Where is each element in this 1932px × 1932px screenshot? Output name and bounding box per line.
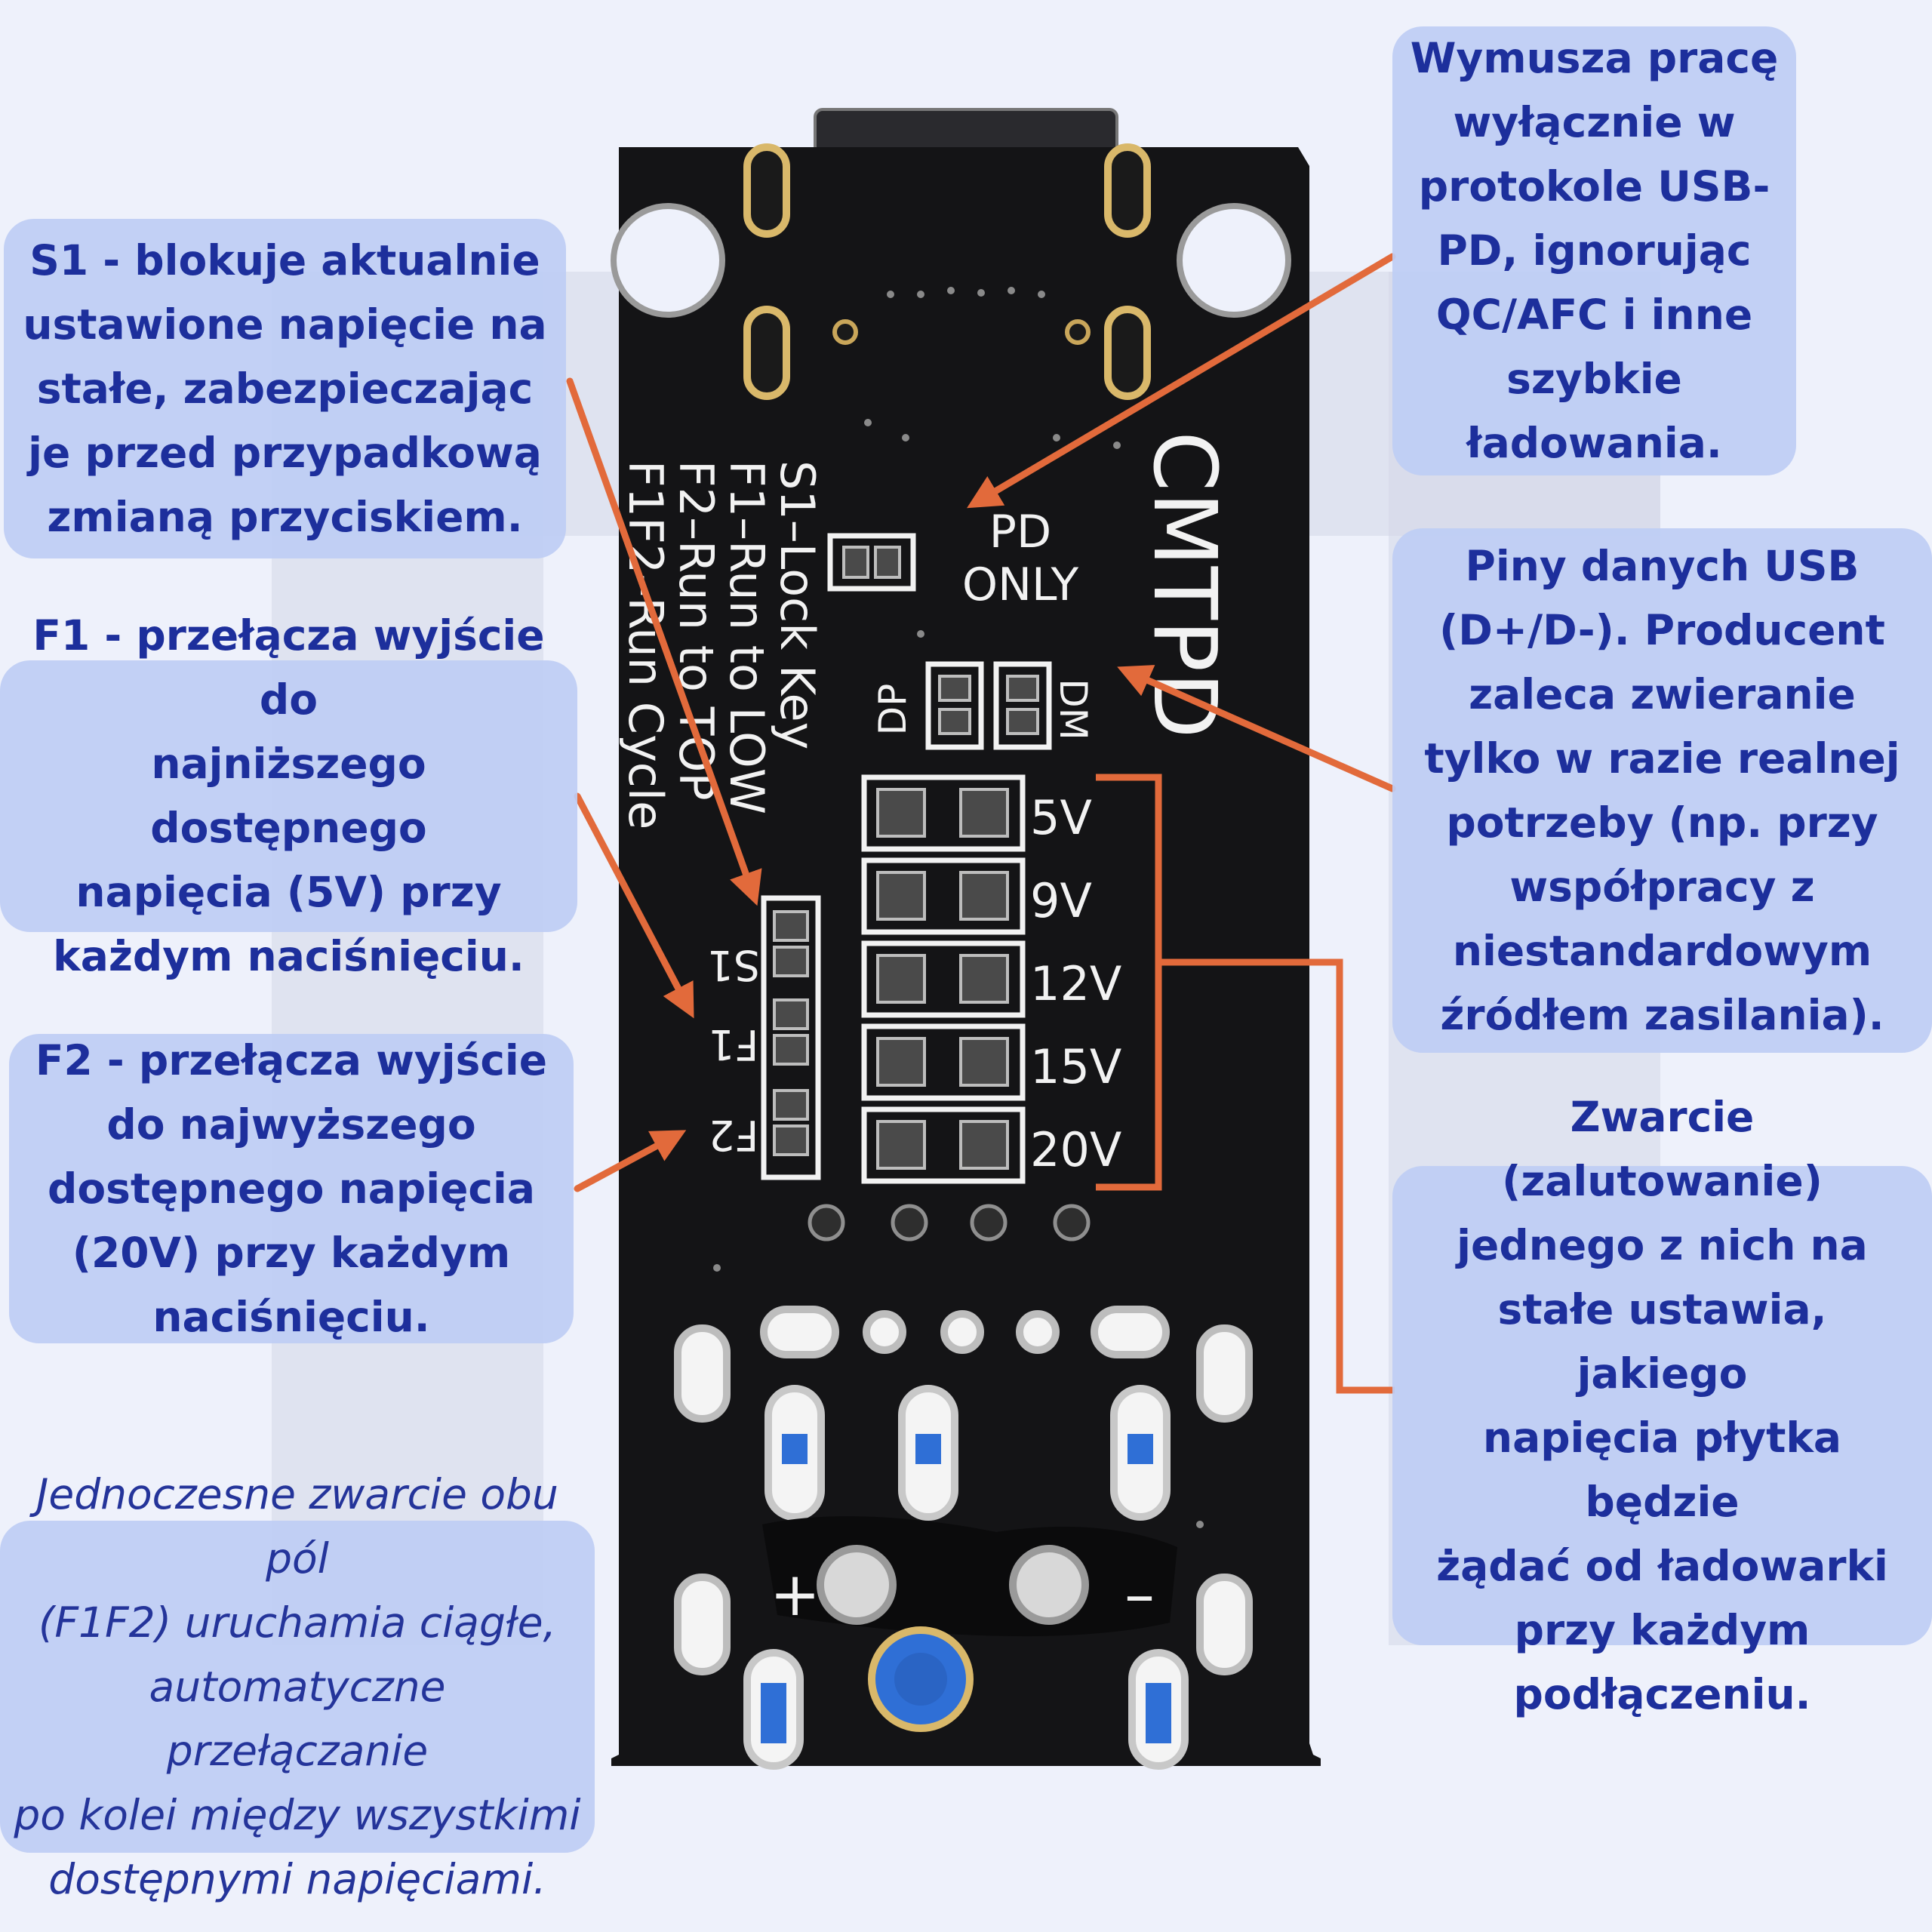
voltage-bracket bbox=[1096, 774, 1395, 1394]
s1-line-4: je przed przypadkową bbox=[28, 428, 542, 477]
s1-line-3: stałe, zabezpieczając bbox=[36, 364, 534, 413]
legend-line-2: F1–Run to LOW bbox=[719, 460, 774, 814]
bottom-pads bbox=[674, 1574, 1253, 1770]
f2-line-2: do najwyższego bbox=[106, 1100, 476, 1149]
dp-line-3: zaleca zwieranie bbox=[1469, 669, 1856, 718]
callout-f1-low: F1 - przełącza wyjście do najniższego do… bbox=[0, 611, 577, 980]
callout-s1-lock: S1 - blokuje aktualnie ustawione napięci… bbox=[4, 219, 566, 558]
dp-jumper bbox=[925, 661, 984, 750]
f1f2-line-4: po kolei między wszystkimi bbox=[14, 1790, 581, 1839]
volt-line-2: jednego z nich na bbox=[1457, 1220, 1868, 1269]
pd-only-label-line1: PD bbox=[989, 506, 1051, 558]
arrow-f2 bbox=[574, 1130, 687, 1192]
solder-joint-left bbox=[817, 1545, 897, 1625]
f1-line-2: najniższego dostępnego bbox=[150, 740, 427, 852]
f1-pad-label: F1 bbox=[709, 1020, 759, 1069]
pd-only-label-line2: ONLY bbox=[962, 558, 1079, 611]
f2-pad-label: F2 bbox=[709, 1111, 759, 1159]
via bbox=[832, 319, 858, 345]
f2-line-5: naciśnięciu. bbox=[152, 1292, 430, 1341]
dp-line-1: Piny danych USB bbox=[1465, 541, 1860, 590]
f1-line-4: każdym naciśnięciu. bbox=[53, 932, 525, 980]
f2-line-4: (20V) przy każdym bbox=[72, 1228, 511, 1277]
gold-slot-pad bbox=[1104, 143, 1151, 238]
solder-joint-right bbox=[1009, 1545, 1089, 1625]
minus-label: – bbox=[1124, 1559, 1155, 1629]
label-5v: 5V bbox=[1030, 790, 1092, 845]
s1-line-5: zmianą przyciskiem. bbox=[47, 492, 523, 541]
volt-line-3: stałe ustawia, jakiego bbox=[1497, 1284, 1827, 1398]
pcb-board: PD ONLY DP DM CMTPD S1–Lock Key F1–Run t… bbox=[611, 108, 1321, 1770]
gold-slot-pad bbox=[743, 306, 790, 400]
label-9v: 9V bbox=[1030, 873, 1092, 928]
f1f2-line-3: automatyczne przełączanie bbox=[149, 1662, 446, 1775]
mounting-hole-right bbox=[1177, 203, 1291, 318]
white-pads bbox=[674, 1306, 1253, 1423]
dp-label: DP bbox=[871, 684, 915, 736]
dm-label: DM bbox=[1051, 678, 1095, 740]
pd-line-7: ładowania. bbox=[1466, 419, 1722, 467]
mounting-hole-left bbox=[611, 203, 725, 318]
s1-pad-label: S1 bbox=[707, 941, 760, 989]
arrow-s1 bbox=[566, 377, 762, 906]
volt-line-6: przy każdym bbox=[1514, 1605, 1810, 1654]
volt-line-5: żądać od ładowarki bbox=[1436, 1541, 1888, 1590]
arrow-f1 bbox=[574, 792, 694, 1019]
callout-voltage-select: Zwarcie (zalutowanie) jednego z nich na … bbox=[1392, 1093, 1932, 1718]
volt-line-1: Zwarcie (zalutowanie) bbox=[1502, 1092, 1823, 1205]
arrow-dp-dm bbox=[1117, 665, 1396, 792]
s1-line-2: ustawione napięcie na bbox=[23, 300, 547, 349]
small-pads bbox=[773, 910, 809, 1156]
dp-line-4: tylko w razie realnej bbox=[1424, 734, 1900, 783]
volt-line-7: podłączeniu. bbox=[1513, 1669, 1811, 1718]
f1f2-line-5: dostępnymi napięciami. bbox=[48, 1854, 546, 1903]
callout-f2-top: F2 - przełącza wyjście do najwyższego do… bbox=[9, 1034, 574, 1343]
gold-slot-pad bbox=[1104, 306, 1151, 400]
f1f2-line-2: (F1F2) uruchamia ciągłe, bbox=[38, 1598, 557, 1647]
pd-line-5: QC/AFC i inne bbox=[1435, 291, 1753, 339]
plus-label: + bbox=[770, 1559, 820, 1629]
silkscreen-legend: S1–Lock Key F1–Run to LOW F2–Run to TOP … bbox=[618, 460, 825, 829]
dp-line-7: niestandardowym bbox=[1452, 926, 1872, 975]
blue-slot-pads bbox=[764, 1385, 1171, 1521]
callout-f1f2-cycle: Jednoczesne zwarcie obu pól (F1F2) uruch… bbox=[0, 1470, 595, 1903]
pd-line-4: PD, ignorując bbox=[1437, 226, 1752, 275]
label-20v: 20V bbox=[1030, 1122, 1121, 1177]
volt-line-4: napięcia płytka będzie bbox=[1482, 1413, 1842, 1526]
dp-line-8: źródłem zasilania). bbox=[1440, 990, 1884, 1039]
gold-slot-pad bbox=[743, 143, 790, 238]
f2-line-3: dostępnego napięcia bbox=[48, 1164, 535, 1213]
arrow-pd-only bbox=[967, 253, 1396, 509]
legend-line-1: S1–Lock Key bbox=[770, 460, 825, 749]
pd-line-3: protokole USB- bbox=[1418, 162, 1770, 211]
f1-line-3: napięcia (5V) przy bbox=[75, 868, 502, 916]
label-12v: 12V bbox=[1030, 956, 1121, 1011]
dp-line-5: potrzeby (np. przy bbox=[1446, 798, 1878, 847]
f2-line-1: F2 - przełącza wyjście bbox=[35, 1035, 548, 1084]
f1f2-line-1: Jednoczesne zwarcie obu pól bbox=[36, 1469, 558, 1583]
pd-line-6: szybkie bbox=[1506, 355, 1682, 403]
voltage-labels: 5V 9V 12V 15V 20V bbox=[1030, 790, 1121, 1177]
callout-dp-dm: Piny danych USB (D+/D-). Producent zalec… bbox=[1392, 528, 1932, 1053]
pd-only-jumper bbox=[827, 533, 916, 592]
dm-jumper bbox=[993, 661, 1052, 750]
dp-line-6: współpracy z bbox=[1509, 862, 1815, 911]
pd-line-2: wyłącznie w bbox=[1453, 98, 1736, 146]
f1-line-1: F1 - przełącza wyjście do bbox=[32, 611, 545, 724]
test-points bbox=[808, 1204, 1091, 1241]
via bbox=[1065, 319, 1091, 345]
label-15v: 15V bbox=[1030, 1039, 1121, 1094]
s1-f1-f2-pad-column bbox=[761, 895, 821, 1180]
dp-line-2: (D+/D-). Producent bbox=[1439, 605, 1885, 654]
callout-pd-only: Wymusza pracę wyłącznie w protokole USB-… bbox=[1392, 26, 1796, 475]
s1-line-1: S1 - blokuje aktualnie bbox=[29, 235, 540, 285]
voltage-jumpers bbox=[861, 774, 1026, 1184]
pd-line-1: Wymusza pracę bbox=[1410, 34, 1779, 82]
